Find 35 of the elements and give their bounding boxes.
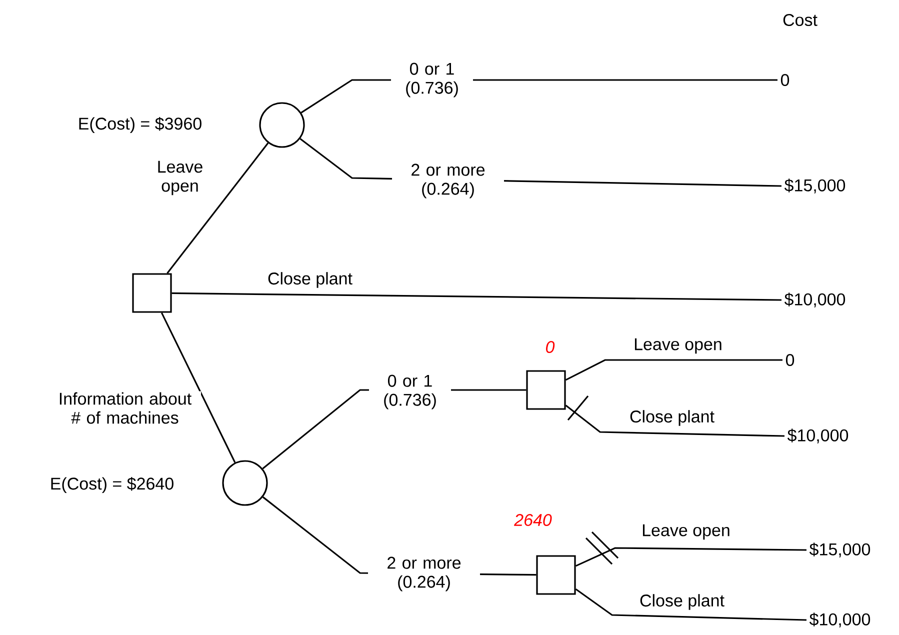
expected-cost-label: E(Cost) = $3960 bbox=[79, 116, 202, 134]
branch-label: Close plant bbox=[266, 271, 354, 289]
chance-node bbox=[222, 460, 268, 506]
tree-branch bbox=[166, 142, 269, 274]
payoff-value: $10,000 bbox=[809, 612, 870, 628]
branch-label: Close plant bbox=[638, 593, 726, 611]
branch-label: Information about # of machines bbox=[49, 391, 201, 425]
handwritten-value: 2640 bbox=[514, 514, 552, 526]
payoff-value: $10,000 bbox=[784, 292, 846, 308]
branch-label: Close plant bbox=[628, 409, 716, 427]
decision-node bbox=[526, 370, 566, 410]
branch-label: 0 or 1 (0.736) bbox=[391, 62, 473, 98]
payoff-value: 0 bbox=[780, 74, 790, 86]
payoff-value: $15,000 bbox=[809, 542, 870, 558]
branch-label: 2 or more (0.264) bbox=[368, 556, 480, 592]
tree-branch bbox=[172, 292, 782, 301]
column-heading: Cost bbox=[783, 14, 818, 26]
tree-branch bbox=[575, 547, 806, 567]
tree-branch bbox=[160, 312, 236, 463]
handwritten-value: 0 bbox=[546, 340, 555, 354]
payoff-value: $10,000 bbox=[787, 428, 848, 444]
chance-node bbox=[259, 102, 305, 148]
expected-cost-label: E(Cost) = $2640 bbox=[51, 476, 174, 494]
branch-label: Leave open bbox=[144, 160, 216, 196]
branch-label: 0 or 1 (0.736) bbox=[369, 374, 451, 410]
branch-label: Leave open bbox=[640, 523, 732, 541]
tree-branch bbox=[575, 588, 806, 621]
tree-branch bbox=[565, 404, 784, 437]
payoff-value: $15,000 bbox=[784, 178, 846, 194]
tree-branch bbox=[565, 359, 782, 381]
decision-node bbox=[536, 555, 576, 595]
payoff-value: 0 bbox=[786, 354, 794, 366]
branch-label: Leave open bbox=[632, 337, 724, 355]
decision-node bbox=[132, 273, 172, 313]
branch-label: 2 or more (0.264) bbox=[392, 162, 504, 200]
